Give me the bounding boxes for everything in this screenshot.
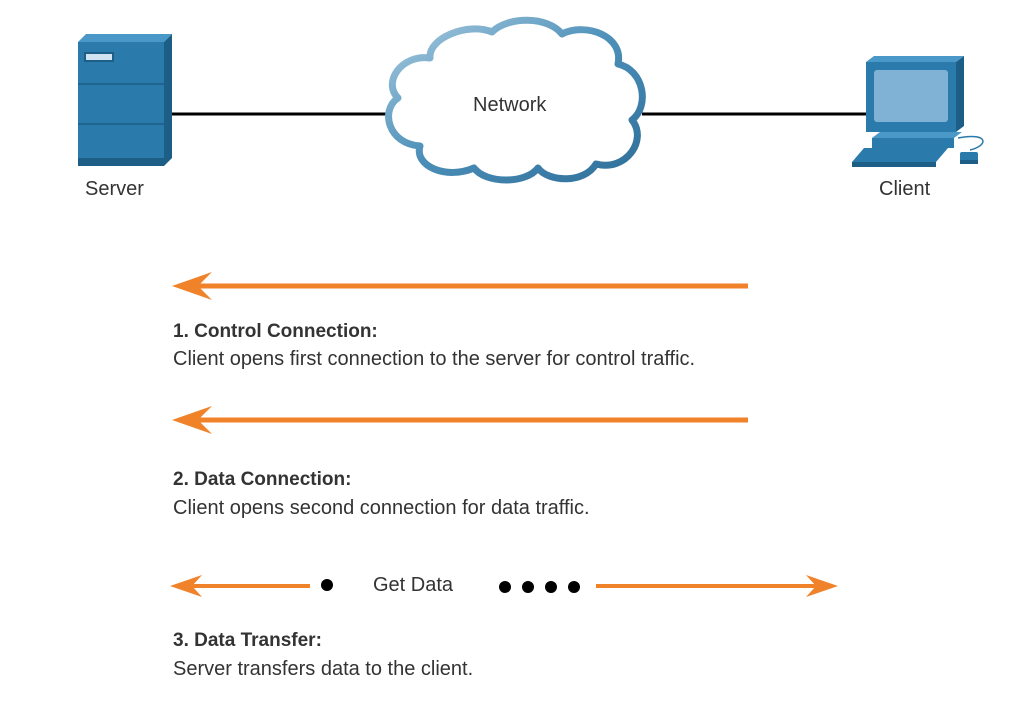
data-connection-arrow	[172, 406, 748, 434]
step-1-description: Client opens first connection to the ser…	[173, 348, 696, 370]
client-label: Client	[879, 178, 931, 200]
step-2-description: Client opens second connection for data …	[173, 497, 590, 519]
transfer-dot	[568, 581, 580, 593]
client-computer-icon	[852, 56, 984, 167]
server-label: Server	[85, 178, 144, 200]
step-3-description: Server transfers data to the client.	[173, 658, 474, 680]
get-data-label: Get Data	[373, 574, 454, 596]
transfer-right-arrow	[596, 575, 838, 597]
step-2-title: 2. Data Connection:	[173, 469, 352, 490]
transfer-left-arrow	[170, 575, 310, 597]
network-label: Network	[473, 94, 547, 116]
transfer-dot	[321, 579, 333, 591]
step-3-title: 3. Data Transfer:	[173, 630, 322, 651]
transfer-dot	[522, 581, 534, 593]
control-connection-arrow	[172, 272, 748, 300]
network-cloud-icon	[385, 16, 646, 184]
server-icon	[78, 34, 172, 166]
step-1-title: 1. Control Connection:	[173, 321, 378, 342]
transfer-dot	[499, 581, 511, 593]
transfer-dot	[545, 581, 557, 593]
